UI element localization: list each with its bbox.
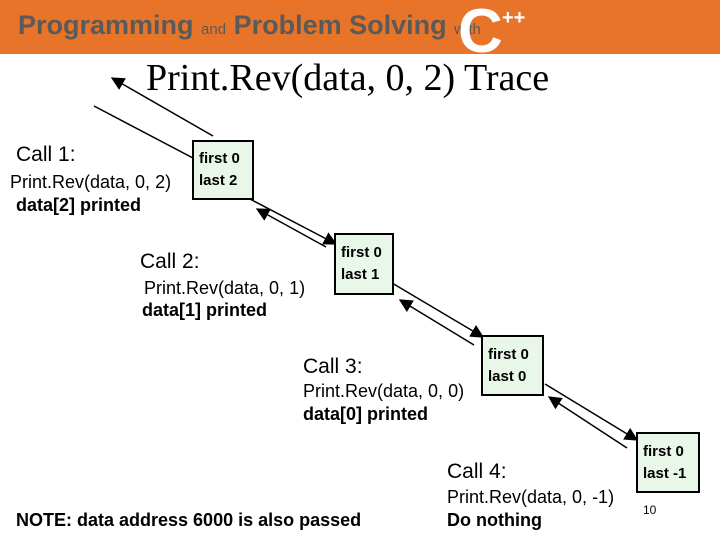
book-title: Programming and Problem Solving with [18,10,481,41]
call-1-result: data[2] printed [16,195,142,215]
cpp-logo-icon: C ++ [458,0,525,54]
call-4-first: first 0 [643,443,684,460]
call-4-result: Do nothing [447,510,542,530]
call-2-invocation: Print.Rev(data, 0, 1) [144,278,306,298]
call-4-frame: first 0 last -1 [636,432,700,493]
call-3-invocation: Print.Rev(data, 0, 0) [303,381,465,401]
book-title-word-3: Problem Solving [233,10,447,40]
call-4-label: Call 4: [447,460,507,483]
call-1-last: last 2 [199,172,238,189]
logo-plus: ++ [502,7,525,29]
call-2-frame: first 0 last 1 [334,233,394,295]
call-3-label: Call 3: [303,355,363,378]
book-title-word-2: and [201,21,227,38]
logo-letter: C [458,0,503,54]
call-1-first: first 0 [199,150,240,167]
call-1-frame: first 0 last 2 [192,140,254,200]
slide-title: Print.Rev(data, 0, 2) Trace [146,57,550,99]
return-arrow-3 [398,299,475,346]
call-3-result: data[0] printed [303,404,429,424]
return-arrow-2 [255,208,327,248]
call-2-label: Call 2: [140,250,200,273]
return-arrow-1 [110,77,214,137]
call-arrow-2 [247,197,338,245]
call-2-result: data[1] printed [142,300,268,320]
return-arrow-4 [547,396,628,449]
header-banner: Programming and Problem Solving with C +… [0,0,720,54]
call-2-last: last 1 [341,266,380,283]
call-2-first: first 0 [341,244,382,261]
call-arrow-3 [391,282,485,338]
call-arrow-4 [544,383,639,441]
page-number: 10 [643,503,657,517]
call-3-last: last 0 [488,368,527,385]
call-3-frame: first 0 last 0 [481,335,544,396]
call-1-invocation: Print.Rev(data, 0, 2) [10,172,172,192]
call-4-invocation: Print.Rev(data, 0, -1) [447,487,615,507]
call-1-label: Call 1: [16,143,76,166]
call-3-first: first 0 [488,346,529,363]
call-4-last: last -1 [643,465,687,482]
book-title-word-1: Programming [18,10,194,40]
note-text: NOTE: data address 6000 is also passed [16,510,362,530]
book-title-word-4: with [454,21,481,38]
